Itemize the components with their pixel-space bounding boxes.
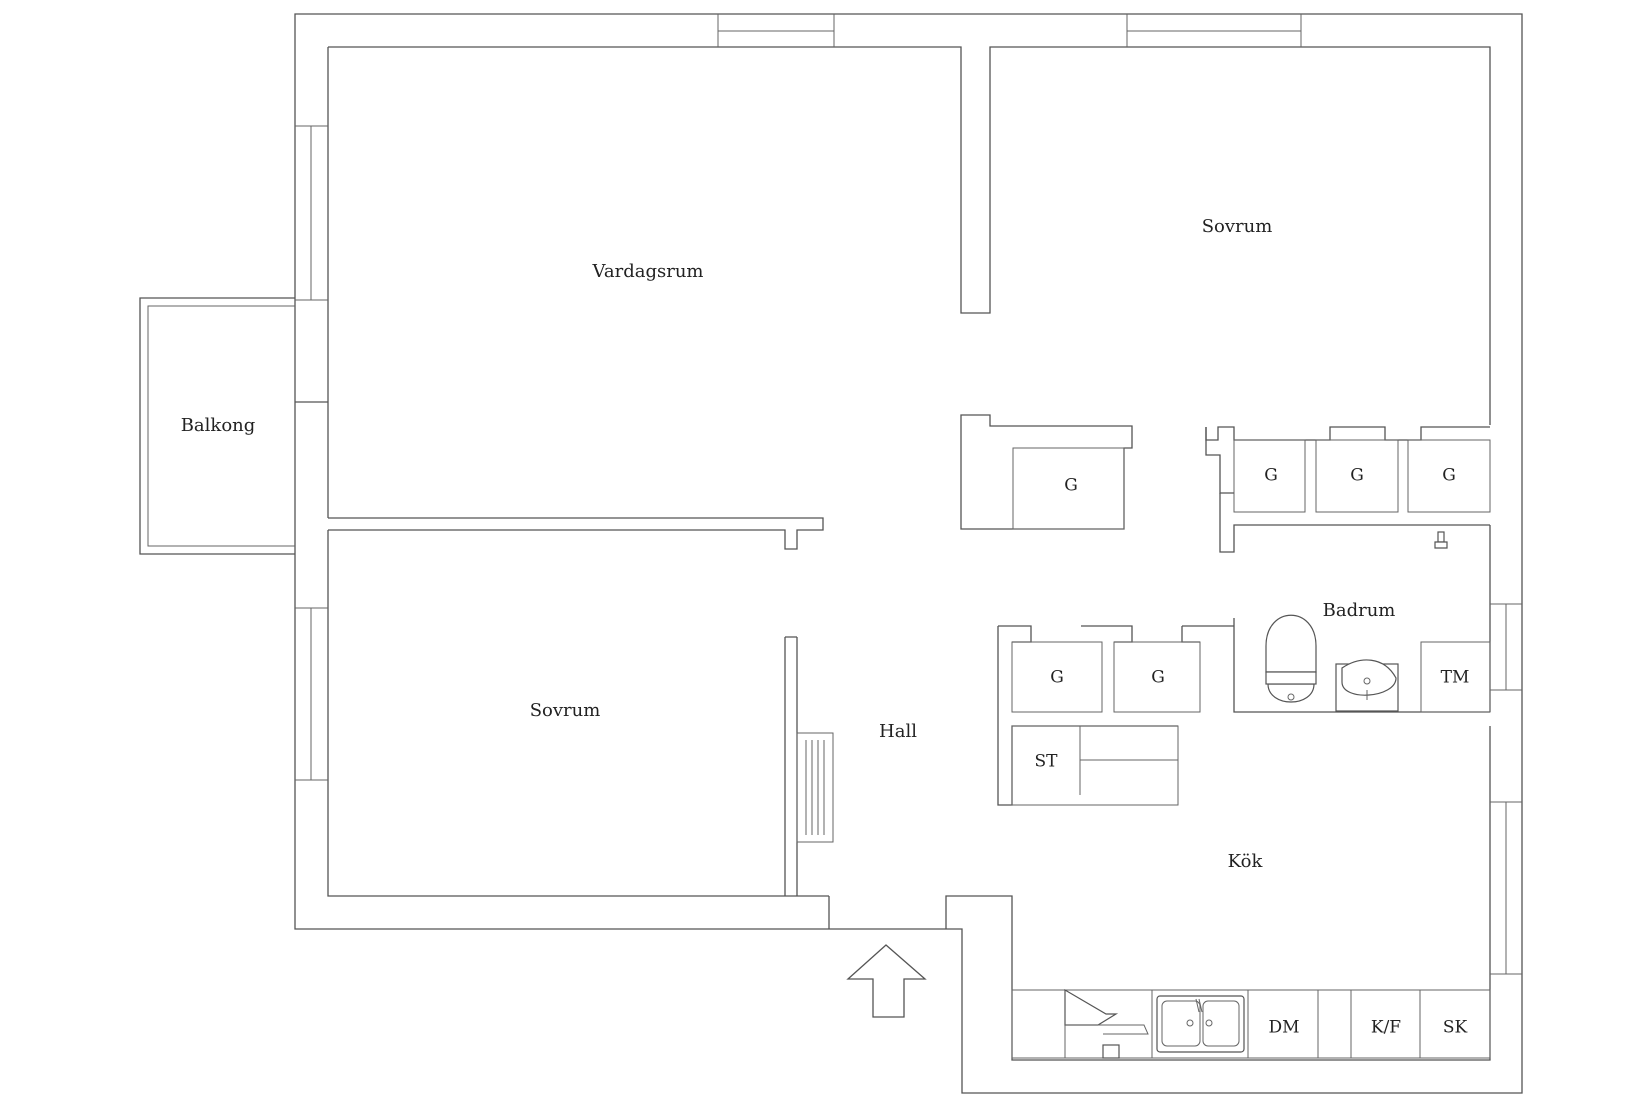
balcony — [139, 297, 328, 555]
sink-icon — [1335, 659, 1399, 712]
wardrobe-label: G — [1442, 466, 1456, 486]
windows — [295, 14, 1522, 975]
room-label-balkong: Balkong — [181, 415, 256, 436]
room-label-sovrum-ne: Sovrum — [1202, 216, 1273, 237]
room-label-vardagsrum: Vardagsrum — [592, 261, 704, 282]
exterior-walls — [294, 13, 1523, 1094]
dishwasher-label: DM — [1268, 1018, 1299, 1038]
stove-hood-icon — [1064, 988, 1149, 1059]
wardrobe-label: G — [1264, 466, 1278, 486]
faucet-icon — [1434, 531, 1448, 549]
wardrobe-label: G — [1350, 466, 1364, 486]
fridge-freezer-label: K/F — [1371, 1018, 1401, 1038]
kitchen-sink-icon — [1156, 995, 1245, 1053]
washer-box — [1420, 641, 1491, 713]
wardrobe-block-south — [997, 618, 1490, 806]
room-label-badrum: Badrum — [1323, 600, 1396, 621]
storage-label: ST — [1035, 752, 1059, 772]
radiator — [796, 732, 834, 843]
washer-label: TM — [1441, 668, 1470, 688]
wardrobe-label: G — [1151, 668, 1165, 688]
entrance-arrow-icon — [846, 944, 927, 1018]
wardrobe-block-center — [960, 414, 1133, 530]
toilet-icon — [1265, 614, 1317, 703]
room-label-sovrum-sw: Sovrum — [530, 700, 601, 721]
cabinet-label: SK — [1443, 1018, 1468, 1038]
room-label-hall: Hall — [879, 721, 917, 742]
wardrobe-block-north — [1205, 426, 1491, 553]
wardrobe-label: G — [1064, 476, 1078, 496]
wardrobe-label: G — [1050, 668, 1064, 688]
room-label-kok: Kök — [1228, 851, 1264, 872]
